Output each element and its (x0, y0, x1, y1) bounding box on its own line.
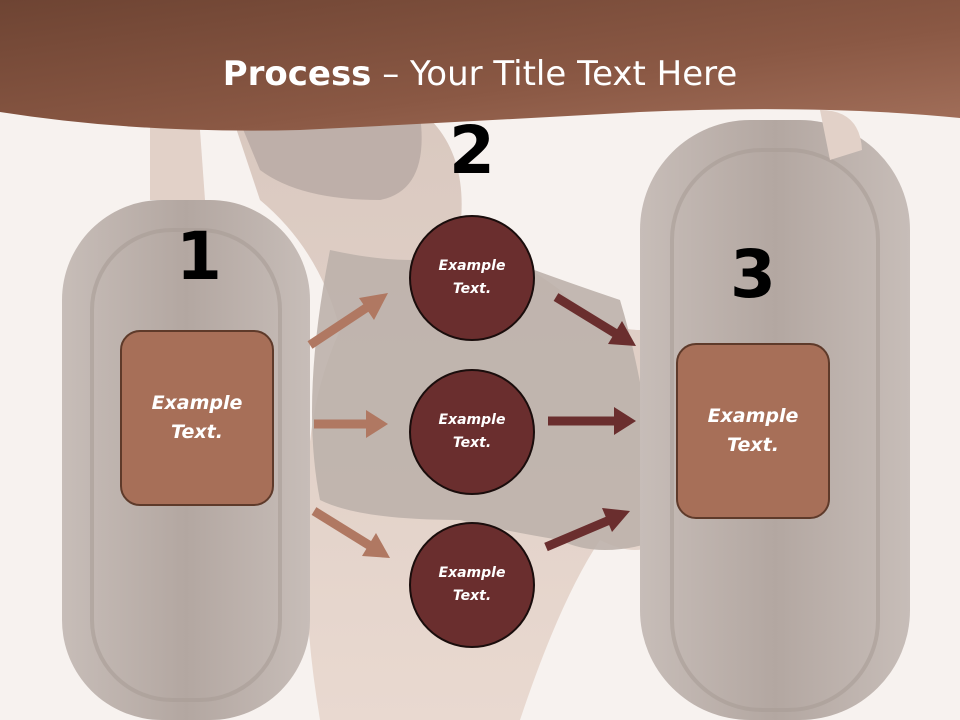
step-1-box: Example Text. (120, 330, 274, 506)
step-3-box: Example Text. (676, 343, 830, 519)
arrow-left-middle (314, 410, 388, 438)
circle-middle-text: Example Text. (438, 412, 506, 451)
header-banner (0, 0, 960, 131)
arrow-left-up (307, 293, 388, 349)
arrow-right-up (544, 508, 630, 552)
step-number-3: 3 (730, 236, 776, 313)
title-rest: – Your Title Text Here (371, 54, 738, 94)
arrow-right-middle (548, 407, 636, 435)
circle-top-text: Example Text. (438, 258, 506, 297)
circle-bottom-text: Example Text. (438, 565, 506, 604)
arrow-right-down (553, 293, 636, 346)
circle-middle: Example Text. (409, 369, 535, 495)
step-1-text: Example Text. (151, 392, 243, 443)
step-3-text: Example Text. (707, 405, 799, 456)
circle-bottom: Example Text. (409, 522, 535, 648)
title-bold: Process (222, 54, 372, 94)
step-number-2: 2 (449, 112, 495, 189)
circle-top: Example Text. (409, 215, 535, 341)
slide-title: Process – Your Title Text Here (0, 52, 960, 96)
arrow-left-down (311, 507, 390, 558)
step-number-1: 1 (176, 218, 222, 295)
